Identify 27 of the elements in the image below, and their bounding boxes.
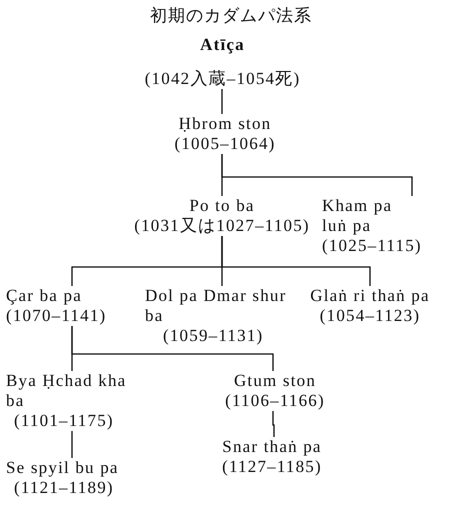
life-dates: (1005–1064) [173,134,277,154]
life-dates: (1101–1175) [13,411,115,431]
life-dates: (1070–1141) [6,306,108,326]
person-name: Se spyil bu pa [6,458,120,478]
person-name: Atīça [199,35,246,55]
lineage-line [71,326,274,371]
lineage-line [221,89,223,114]
lineage-line [71,431,73,458]
person-name: Dol pa Dmar shur ba [145,286,288,326]
person-name: Glaṅ ri thaṅ pa [310,286,430,306]
life-dates: (1054–1123) [318,306,422,326]
person-name: Kham pa luṅ pa [322,196,394,236]
lineage-line [272,411,275,437]
life-dates: (1121–1189) [13,478,115,498]
lineage-line [221,154,413,196]
life-dates: (1127–1185) [221,457,323,477]
person-name: Bya Ḥchad kha ba [6,371,128,411]
life-dates: (1025–1115) [322,236,423,256]
life-dates: (1106–1166) [224,391,326,411]
life-dates: (1059–1131) [162,326,264,346]
diagram-title: 初期のカダムパ法系 [149,5,313,27]
person-name: Snar thaṅ pa [221,437,323,457]
lineage-line [221,236,371,286]
life-dates: (1042入蔵–1054死) [144,69,302,89]
person-name: Çar ba pa [6,286,83,306]
person-name: Ḥbrom ston [178,114,272,134]
person-name: Gtum ston [232,371,318,391]
